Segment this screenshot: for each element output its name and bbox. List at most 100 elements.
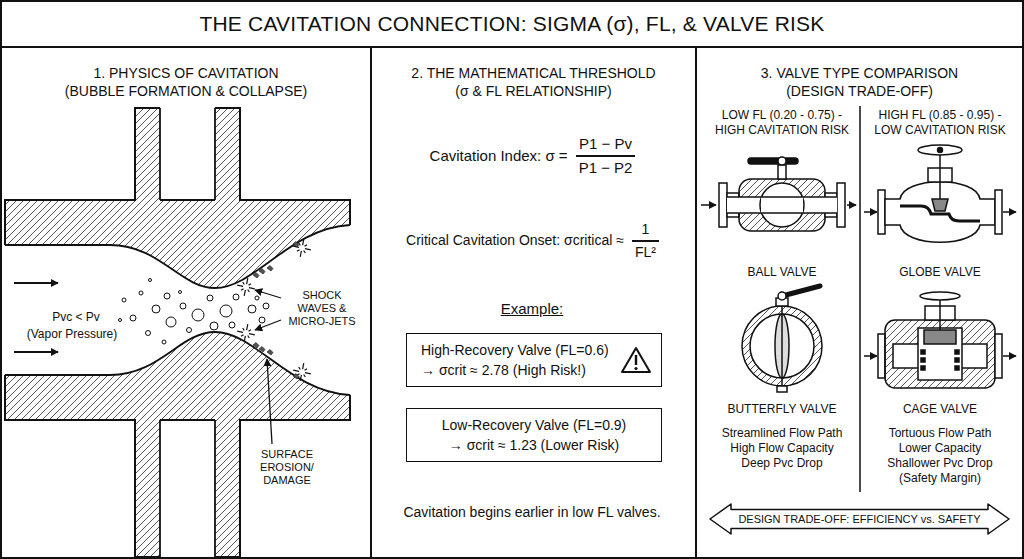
shock-burst (243, 282, 245, 285)
globe-valve (878, 190, 885, 234)
vapor-bubble (152, 305, 160, 313)
cage-valve (921, 350, 925, 354)
example-text: → σcrit ≈ 1.23 (Lower Risk) (421, 435, 647, 455)
vapor-bubble (229, 322, 235, 328)
equation-text: Cavitation Index: σ = (430, 147, 568, 165)
erosion-chip (253, 343, 259, 349)
shock-burst (297, 250, 300, 252)
vapor-bubble (162, 340, 166, 344)
cage-valve (924, 330, 956, 344)
cage-valve (918, 328, 962, 380)
shock-burst (247, 278, 248, 284)
shock-burst (248, 336, 250, 339)
shock-burst (241, 289, 244, 291)
equation-text: Critical Cavitation Onset: σcritical ≈ (406, 232, 624, 249)
denominator: P1 − P2 (576, 159, 636, 177)
vapor-bubble (139, 291, 143, 295)
cage-valve (885, 320, 995, 388)
shock-burst (244, 290, 245, 296)
numerator-text: P1 − Pv (576, 135, 635, 153)
example-heading: Example: (501, 299, 564, 318)
column-divider (859, 106, 861, 492)
double-arrow-shape (710, 504, 1009, 534)
cage-valve (955, 350, 959, 354)
equation-lead: Critical Cavitation Onset: σcritical ≈ (406, 232, 624, 249)
globe-valve (938, 148, 943, 153)
shock-burst (303, 239, 304, 245)
ball-valve (719, 183, 727, 227)
erosion-chip (259, 269, 265, 275)
erosion-chip (267, 266, 273, 272)
shock-burst (248, 290, 250, 293)
note-text: Cavitation begins earlier in low FL valv… (403, 503, 660, 521)
valve-name: BUTTERFLY VALVE (727, 402, 836, 417)
pipe-cross (214, 420, 216, 557)
pipe-cross (214, 108, 216, 200)
vapor-bubble (130, 315, 136, 321)
shock-burst (300, 375, 301, 381)
fraction: 1FL² (632, 221, 659, 261)
flow-arrow (14, 282, 58, 284)
pipe-cross (159, 420, 161, 557)
denominator: FL² (632, 244, 659, 261)
shock-burst (303, 363, 304, 369)
pipe-cross (160, 420, 215, 559)
double-arrow: DESIGN TRADE-OFF: EFFICIENCY vs. SAFETY (709, 503, 1010, 535)
cage-valve (955, 366, 959, 370)
example-text: High-Recovery Valve (FL=0.6) (421, 340, 611, 360)
cage-valve (864, 292, 1016, 388)
ball-valve (748, 158, 798, 164)
example-text: Low-Recovery Valve (FL=0.9) (421, 415, 647, 435)
title-band: THE CAVITATION CONNECTION: SIGMA (σ), FL… (0, 0, 1024, 48)
panel-heading: (σ & FL RELATIONSHIP) (372, 82, 695, 100)
example-text: → σcrit ≈ 2.78 (High Risk!) (421, 360, 611, 380)
callout-label: SURFACE EROSION/ DAMAGE (250, 448, 324, 487)
vapor-bubble (192, 309, 204, 321)
cage-valve (920, 292, 960, 300)
shock-burst (300, 251, 301, 257)
pipe-cross (3, 106, 352, 559)
vapor-bubble (164, 293, 170, 299)
vapor-bubble (233, 294, 239, 300)
cage-valve (921, 358, 925, 362)
globe-valve (1003, 211, 1016, 213)
shock-burst (244, 336, 245, 342)
panel-heading: (DESIGN TRADE-OFF) (697, 82, 1022, 100)
shock-burst (293, 370, 299, 371)
shock-burst (247, 324, 248, 330)
pressure-label: (Vapor Pressure) (27, 327, 117, 342)
cage-valve (878, 334, 885, 378)
pressure-label: Pvc < Pv (52, 310, 100, 325)
numerator: 1 (639, 221, 653, 238)
column-header: HIGH FL (0.85 - 0.95) - LOW CAVITATION R… (867, 108, 1013, 138)
butterfly-valve (742, 286, 822, 392)
ball-valve (847, 204, 856, 206)
pipe-cross (5, 225, 350, 288)
panel-heading: 2. THE MATHEMATICAL THRESHOLD (372, 64, 695, 82)
diagram-title: THE CAVITATION CONNECTION: SIGMA (σ), FL… (199, 11, 824, 37)
ball-valve (778, 165, 786, 179)
butterfly-valve (778, 292, 786, 300)
vapor-bubble (248, 305, 256, 313)
panel-heading: 1. PHYSICS OF CAVITATION (2, 64, 370, 82)
erosion-chip (267, 350, 273, 356)
pipe-cross (5, 332, 350, 395)
equation-lead: Cavitation Index: σ = (430, 147, 568, 165)
shock-burst (237, 331, 243, 332)
shock-burst (305, 369, 308, 371)
vapor-bubble (166, 317, 176, 327)
erosion-chip (293, 374, 299, 380)
globe-valve (864, 145, 1016, 242)
globe-valve (918, 145, 962, 155)
cage-valve (1003, 355, 1016, 357)
shock-burst (249, 284, 252, 286)
vapor-bubble (210, 322, 218, 330)
cage-valve (955, 358, 959, 362)
globe-valve (939, 150, 941, 200)
erosion-chip (293, 242, 299, 248)
leader-line (267, 359, 272, 444)
vapor-bubble (122, 298, 126, 302)
callout-label: SHOCK WAVES & MICRO-JETS (285, 289, 359, 328)
denominator-text: FL² (632, 244, 659, 261)
cage-valve (921, 366, 925, 370)
